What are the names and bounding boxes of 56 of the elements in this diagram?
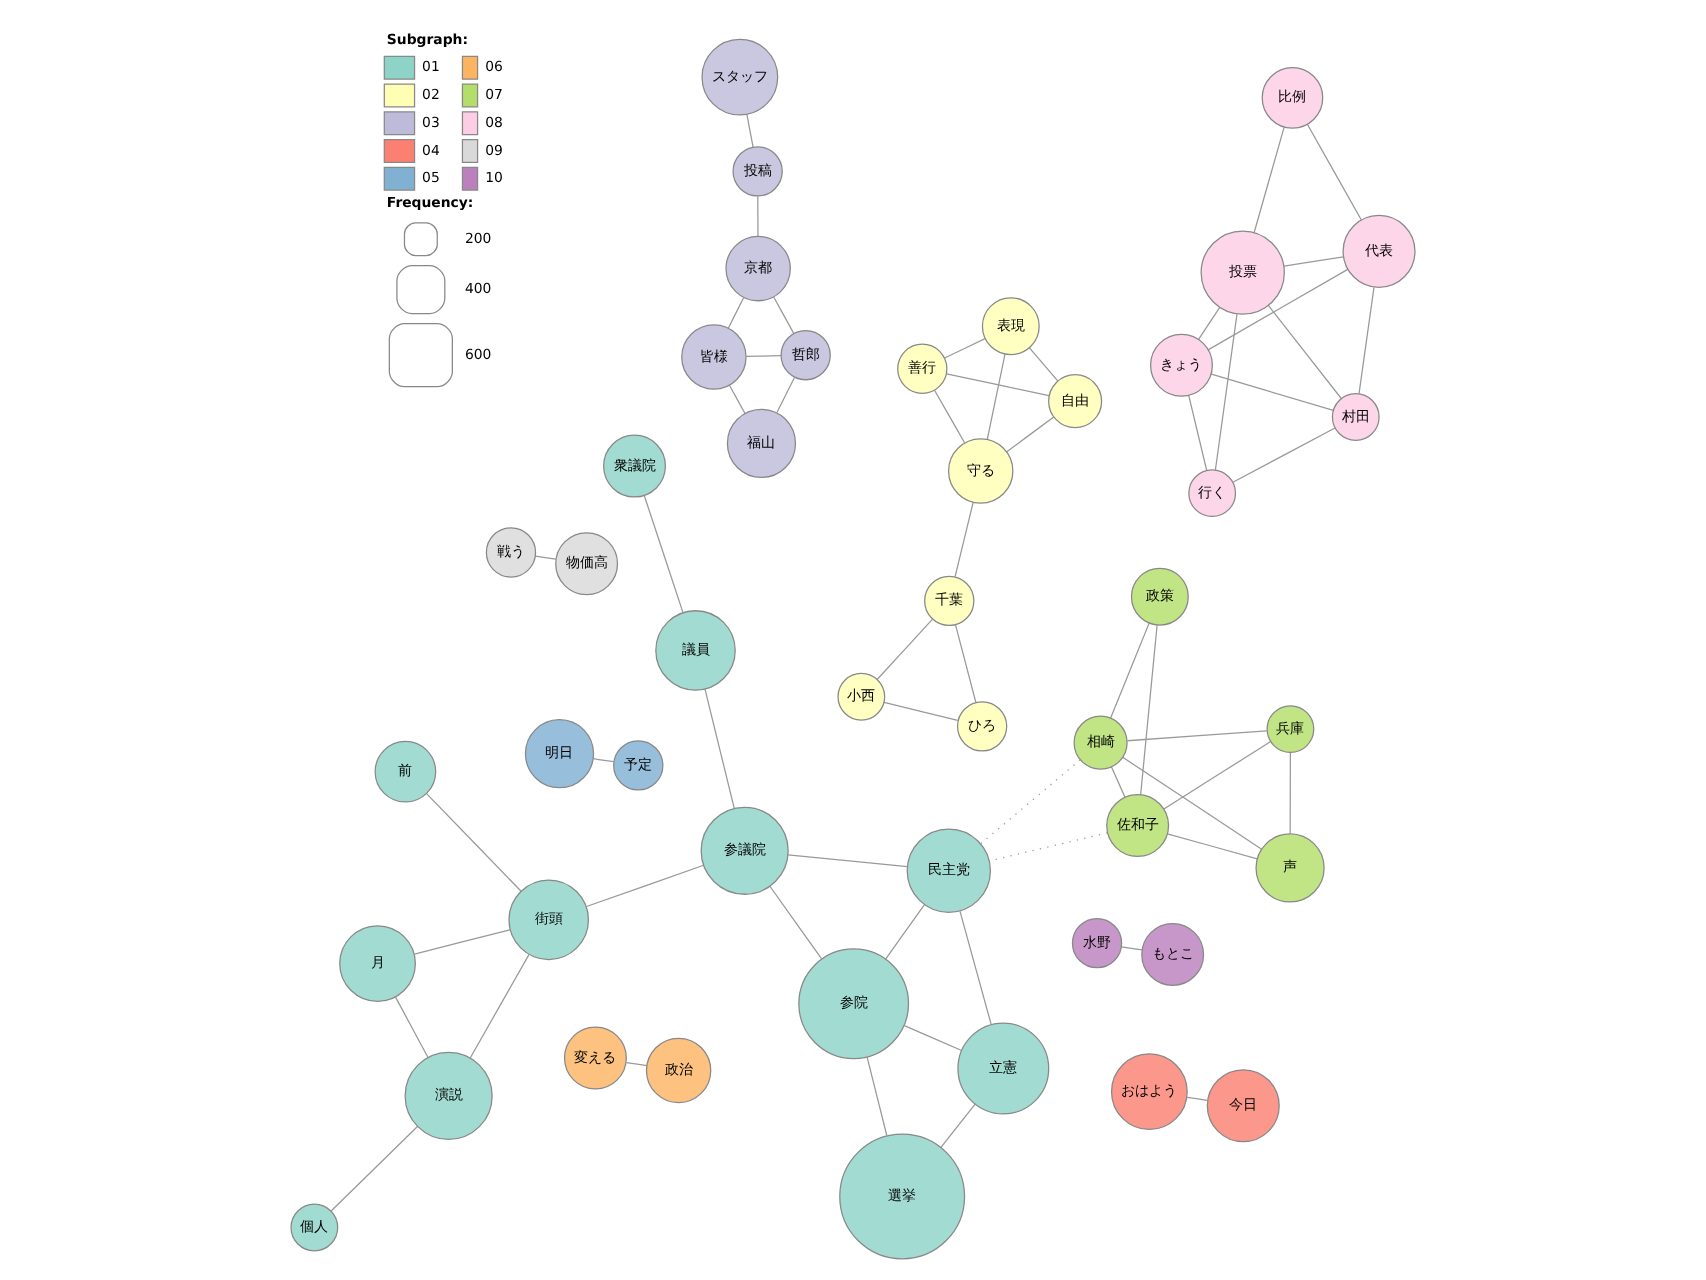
connector	[625, 1061, 648, 1067]
connector	[469, 953, 530, 1059]
connector	[1126, 730, 1268, 742]
connector	[954, 624, 977, 703]
connector	[1122, 756, 1263, 850]
connector	[1188, 395, 1208, 471]
connector	[1028, 347, 1059, 382]
connector	[1006, 416, 1055, 453]
connector	[1306, 123, 1362, 221]
connector	[643, 495, 684, 614]
connector	[585, 864, 705, 908]
connector	[592, 758, 615, 763]
connector	[903, 1025, 963, 1052]
connector	[1214, 313, 1238, 471]
connector	[1163, 741, 1271, 810]
connector	[394, 996, 429, 1058]
connector	[413, 929, 511, 955]
connector	[1140, 624, 1158, 796]
connector	[876, 618, 933, 680]
connector	[1166, 833, 1258, 860]
connector	[425, 792, 522, 892]
connector	[773, 296, 795, 334]
connector	[1210, 373, 1334, 411]
connector	[986, 353, 1006, 440]
connector	[728, 384, 746, 415]
connector	[885, 904, 925, 960]
connector	[534, 555, 557, 560]
connector	[959, 910, 992, 1026]
connector	[866, 1056, 888, 1137]
connector	[1198, 307, 1221, 340]
connector	[1186, 1096, 1208, 1101]
connector	[727, 297, 745, 329]
connector	[954, 501, 974, 578]
connector	[330, 1125, 419, 1212]
connector	[945, 373, 1050, 397]
connector	[704, 688, 735, 810]
connector	[1267, 304, 1342, 400]
connector	[757, 195, 759, 237]
connector	[1358, 286, 1375, 395]
connector	[776, 376, 796, 414]
connector	[883, 701, 959, 721]
connector	[934, 389, 966, 444]
connector	[746, 113, 754, 148]
connector	[1110, 622, 1150, 719]
connector	[1120, 946, 1143, 951]
connector	[769, 885, 823, 960]
connector	[944, 337, 986, 359]
connector	[1289, 751, 1291, 835]
connector	[1283, 256, 1345, 267]
connector	[745, 355, 782, 357]
connector	[1207, 268, 1349, 351]
connector	[787, 854, 908, 868]
connector	[940, 1103, 976, 1148]
connector	[1232, 427, 1336, 483]
connector	[1253, 126, 1285, 234]
connector	[1110, 766, 1126, 798]
